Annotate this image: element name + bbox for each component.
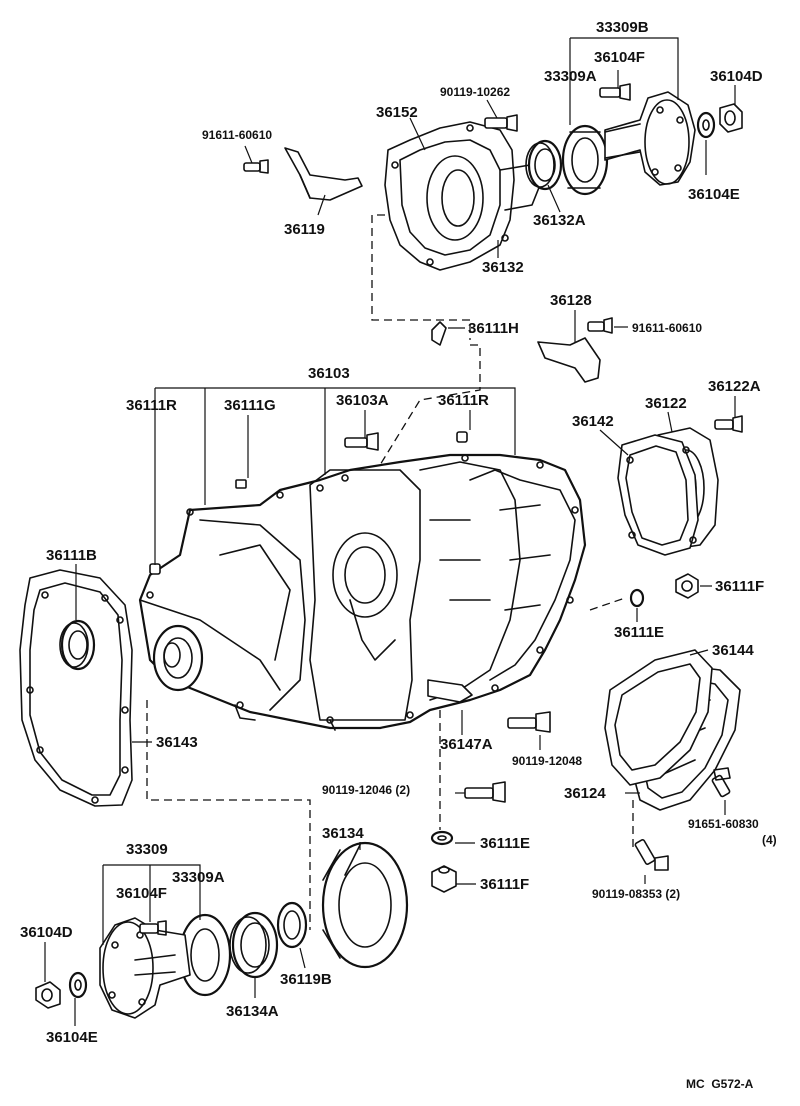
label-36104D-bottom: 36104D	[20, 924, 73, 941]
pin-36111G	[235, 479, 247, 489]
dust-deflector-33309A-top	[561, 124, 609, 196]
bolt-90119-12046	[464, 781, 506, 803]
washer-36104E-bottom	[68, 971, 88, 999]
label-91611-60610-left: 91611-60610	[202, 128, 272, 142]
label-36122: 36122	[645, 395, 687, 412]
label-36111R-left: 36111R	[126, 397, 177, 414]
oil-seal-36132A	[525, 139, 563, 191]
bolt-91651-60830	[711, 767, 731, 798]
gasket-36142	[617, 434, 699, 556]
label-36111F-bottom: 36111F	[480, 876, 529, 893]
extension-housing-36152	[384, 121, 541, 271]
label-36111G: 36111G	[224, 397, 276, 414]
bracket-36128	[537, 337, 601, 383]
label-36103: 36103	[308, 365, 350, 382]
pin-36111R-left	[149, 563, 161, 575]
label-36111E-right: 36111E	[614, 624, 664, 641]
nut-36104D-bottom	[35, 981, 61, 1009]
label-36124: 36124	[564, 785, 606, 802]
label-36104E-top: 36104E	[688, 186, 740, 203]
label-36111F-right: 36111F	[715, 578, 764, 595]
plug-36111F-right	[675, 573, 699, 599]
label-36134A: 36134A	[226, 1003, 279, 1020]
bearing-36134A	[229, 911, 279, 979]
label-36147A: 36147A	[440, 736, 493, 753]
assembly-lines	[146, 214, 634, 930]
leader-lines	[44, 37, 736, 1026]
label-36111R-right: 36111R	[438, 392, 489, 409]
bolt-36104F-bottom	[139, 920, 167, 936]
label-91651-qty: (4)	[762, 833, 777, 847]
gasket-36144	[604, 649, 713, 786]
bolt-36103A	[344, 432, 379, 451]
label-36111E-bottom: 36111E	[480, 835, 530, 852]
bolt-36104F-top	[599, 83, 631, 101]
label-36152: 36152	[376, 104, 418, 121]
label-36104F-bottom: 36104F	[116, 885, 167, 902]
label-36104D-top: 36104D	[710, 68, 763, 85]
bolt-90119-12048	[507, 711, 551, 733]
nut-36104D-top	[719, 103, 743, 133]
bolt-91611-60610-right	[587, 317, 613, 334]
washer-36104E-top	[696, 111, 716, 139]
bolt-36147A	[427, 679, 473, 703]
label-36104F-top: 36104F	[594, 49, 645, 66]
gasket-36143	[19, 569, 133, 807]
snap-ring-36119B	[276, 901, 308, 949]
label-36111B: 36111B	[46, 547, 97, 564]
label-36132: 36132	[482, 259, 524, 276]
bolt-90119-10262	[484, 114, 518, 132]
companion-flange-bottom	[99, 917, 191, 1019]
washer-36111E-right	[629, 588, 645, 608]
plug-36111H	[431, 321, 447, 346]
label-90119-10262: 90119-10262	[440, 85, 510, 99]
label-36119B: 36119B	[280, 971, 332, 988]
label-90119-12048: 90119-12048	[512, 754, 582, 768]
label-33309A-bottom: 33309A	[172, 869, 225, 886]
label-36144: 36144	[712, 642, 754, 659]
bolt-91611-60610-left	[243, 159, 269, 174]
label-36143: 36143	[156, 734, 198, 751]
label-36122A: 36122A	[708, 378, 761, 395]
part-labels: 33309B 36104F 33309A 36104D 90119-10262 …	[20, 19, 777, 1091]
label-36132A: 36132A	[533, 212, 586, 229]
bolt-90119-08353	[634, 839, 669, 871]
label-36111H: 36111H	[468, 320, 519, 337]
dust-deflector-33309A-bottom	[178, 913, 232, 997]
washer-36111E-bottom	[430, 830, 454, 846]
pin-36111R-right	[456, 431, 468, 443]
label-36134: 36134	[322, 825, 364, 842]
label-36119: 36119	[284, 221, 325, 238]
label-90119-12046: 90119-12046 (2)	[322, 783, 410, 797]
oil-seal-36134	[321, 841, 409, 969]
label-91611-60610-right: 91611-60610	[632, 321, 702, 335]
bearing-36111B	[59, 619, 96, 671]
label-36142: 36142	[572, 413, 614, 430]
label-91651-60830: 91651-60830	[688, 817, 759, 831]
bolt-36122A	[714, 415, 743, 433]
label-33309A-top: 33309A	[544, 68, 597, 85]
plug-36111F-bottom	[431, 865, 457, 893]
label-36128: 36128	[550, 292, 592, 309]
companion-flange-top	[604, 91, 696, 186]
bracket-36119	[284, 147, 363, 201]
label-90119-08353: 90119-08353 (2)	[592, 887, 680, 901]
transfer-case-36103	[138, 453, 587, 731]
label-33309B: 33309B	[596, 19, 649, 36]
label-36104E-bottom: 36104E	[46, 1029, 98, 1046]
label-33309: 33309	[126, 841, 168, 858]
drawing-code: MC G572-A	[686, 1077, 754, 1091]
label-36103A: 36103A	[336, 392, 389, 409]
